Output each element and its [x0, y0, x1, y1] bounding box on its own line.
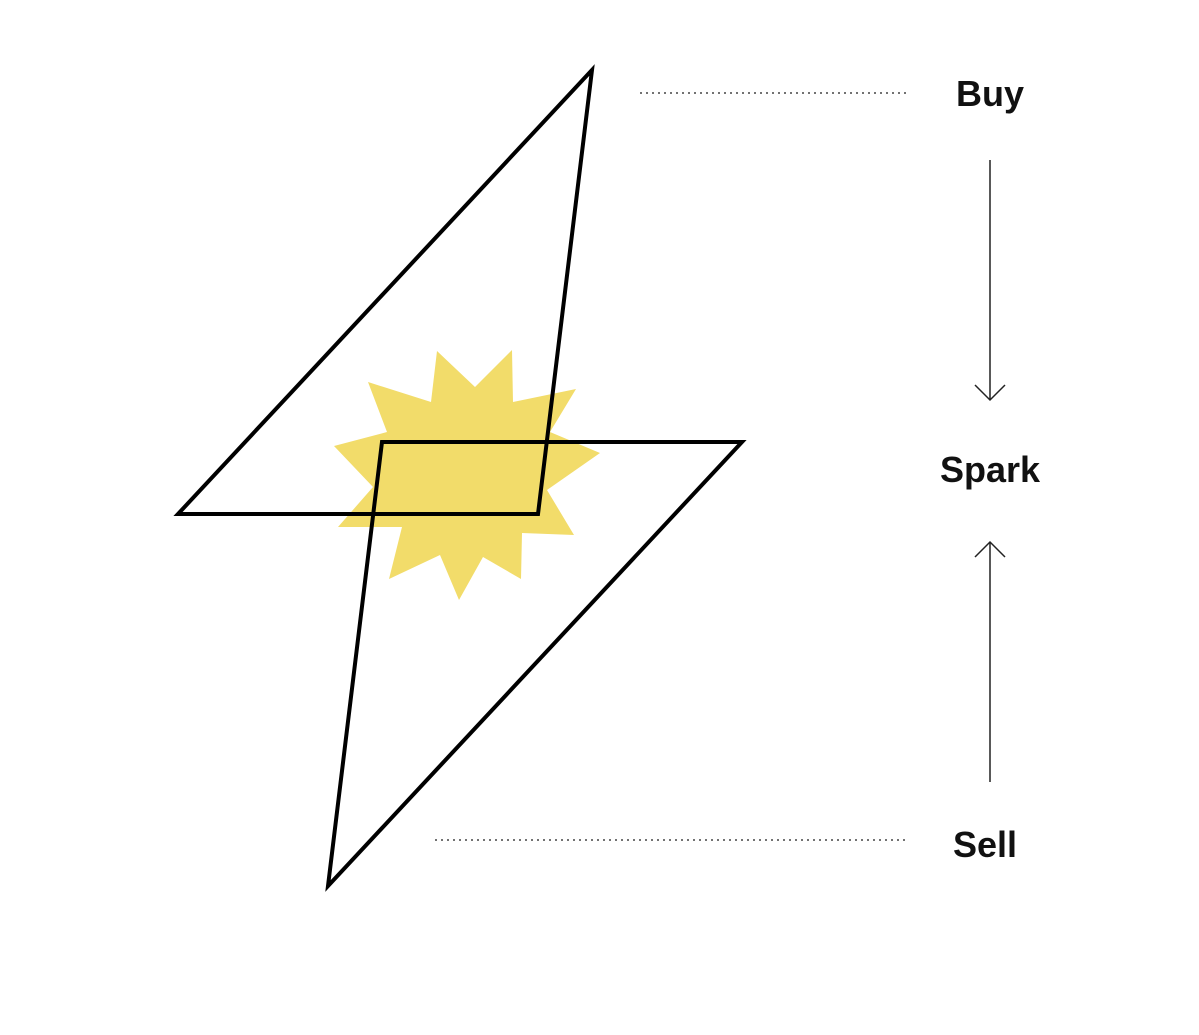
- buy-label: Buy: [955, 73, 1025, 114]
- arrow-up-icon: [974, 540, 1006, 782]
- sell-label: Sell: [952, 824, 1018, 865]
- bolt-upper-half: [173, 64, 595, 516]
- lightning-bolt-icon: [173, 64, 747, 892]
- spark-burst-icon: [334, 350, 600, 600]
- bolt-lower-half: [325, 440, 747, 892]
- spark-label: Spark: [939, 449, 1041, 490]
- arrow-down-icon: [974, 160, 1006, 402]
